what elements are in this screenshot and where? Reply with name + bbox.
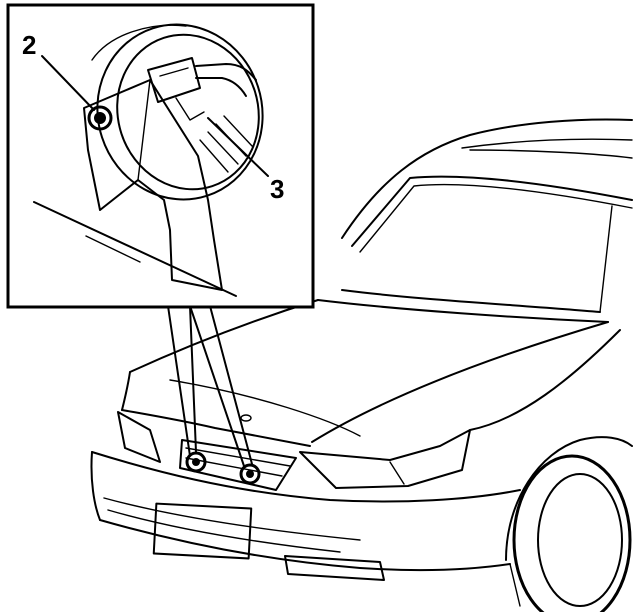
- right-headlight: [299, 429, 471, 489]
- license-plate: [152, 502, 253, 560]
- side-skirt: [509, 563, 521, 607]
- grille-slat-2: [185, 457, 283, 477]
- bumper-left-corner: [90, 451, 101, 521]
- mounting-bolt-head: [94, 112, 106, 124]
- windshield-outline: [351, 175, 633, 247]
- horn-positions: [185, 451, 261, 485]
- hood-front-edge: [121, 371, 131, 411]
- horn-disc-rim: [116, 33, 260, 191]
- connector-wire: [195, 63, 257, 81]
- front-tire: [512, 454, 632, 612]
- wheel-rim: [537, 473, 623, 607]
- bracket-edge: [137, 79, 151, 181]
- bumper-lower: [99, 519, 511, 572]
- left-headlight: [117, 411, 161, 463]
- a-pillar: [599, 205, 613, 313]
- bumper-strip-2: [107, 509, 341, 553]
- horn-marker-right-center: [246, 470, 254, 478]
- roof-outline: [341, 118, 633, 239]
- leader-line-3: [189, 305, 245, 467]
- leader-line-4: [209, 305, 253, 465]
- callout-label-2: 2: [22, 30, 36, 60]
- fender-outline: [469, 329, 621, 431]
- ground-line-1: [33, 201, 237, 297]
- horn-disc-edge: [91, 24, 187, 61]
- connector-wire-2: [195, 77, 247, 97]
- fog-light: [284, 555, 385, 581]
- grille-slat-1: [185, 447, 291, 467]
- bumper-upper: [91, 451, 521, 503]
- windshield-inner: [359, 183, 633, 253]
- horn-terminal: [175, 97, 205, 121]
- horn-marker-right: [239, 463, 261, 485]
- horn-marker-left: [185, 451, 207, 473]
- horn-disc-hatch-2: [207, 131, 239, 165]
- windshield-lower-edge: [341, 289, 601, 313]
- car-front-illustration: [90, 118, 633, 612]
- bumper-strip-1: [103, 497, 361, 541]
- inset-frame: [6, 3, 315, 309]
- hood-crease: [169, 379, 361, 437]
- horn-disc-hatch-4: [223, 115, 253, 147]
- horn-disc-hatch-1: [199, 139, 229, 173]
- callout-2-leader: [41, 55, 95, 111]
- hood-right-edge: [311, 321, 609, 443]
- ground-line-2: [85, 235, 141, 263]
- hood-rear-edge: [317, 299, 609, 323]
- callout-label-3: 3: [270, 174, 284, 204]
- washer-nozzle: [240, 414, 252, 422]
- sunroof-line: [469, 149, 633, 159]
- grille-outline: [179, 439, 297, 491]
- leader-line-2: [189, 305, 197, 453]
- leader-line-1: [167, 305, 191, 457]
- right-headlight-inner: [389, 461, 405, 485]
- detail-inset: 2 3: [6, 3, 315, 309]
- horn-bracket: [83, 79, 223, 291]
- horn-marker-left-center: [192, 458, 200, 466]
- callout-3-leader: [207, 117, 269, 177]
- mounting-bolt: [87, 105, 113, 131]
- electrical-connector: [147, 57, 201, 103]
- connector-latch: [159, 67, 189, 77]
- fascia-top: [121, 409, 311, 447]
- roof-rail: [461, 138, 633, 149]
- inset-leader-lines: [167, 305, 253, 467]
- wheel-arch: [505, 436, 633, 561]
